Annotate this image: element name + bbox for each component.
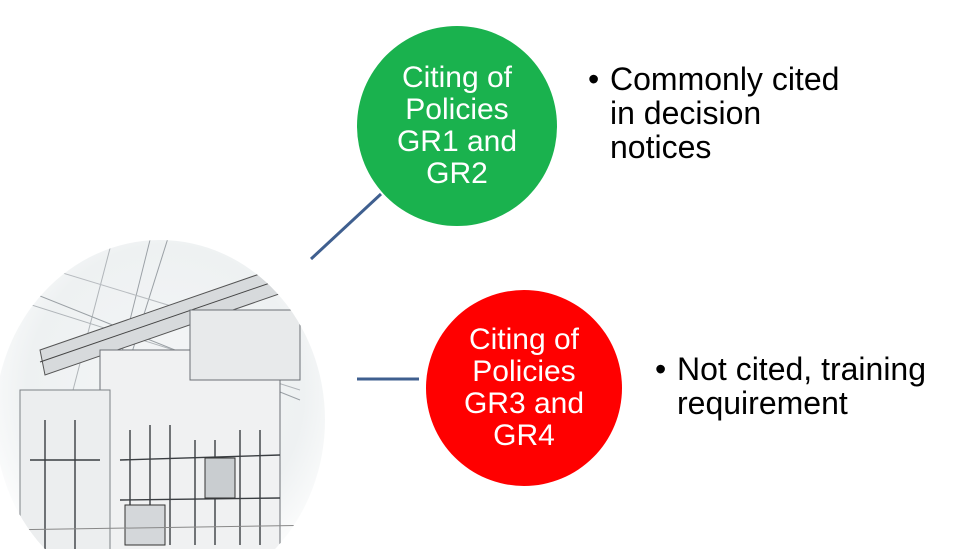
- bullet-text-line: Not cited, training: [677, 351, 927, 387]
- bullet-text-line: notices: [610, 129, 712, 165]
- node-text-line: GR2: [426, 157, 488, 190]
- bullet-text-line: in decision: [610, 95, 762, 131]
- building-sketch-image: [0, 240, 325, 549]
- bullet-marker: •: [655, 351, 667, 387]
- policy-node-gr1-gr2: Citing of Policies GR1 and GR2: [357, 26, 557, 226]
- bullet-commonly-cited: • Commonly cited in decision notices: [588, 62, 918, 164]
- node-text-line: Citing of: [401, 61, 513, 94]
- bullet-not-cited: • Not cited, training requirement: [655, 352, 970, 420]
- node-text-line: GR4: [493, 419, 555, 452]
- node-text-line: Citing of: [468, 323, 580, 356]
- policy-node-gr3-gr4: Citing of Policies GR3 and GR4: [426, 290, 622, 486]
- node-text-line: Policies: [405, 93, 509, 126]
- bullet-marker: •: [588, 61, 600, 97]
- node-text-line: GR3 and: [463, 387, 585, 420]
- bullet-text-line: Commonly cited: [610, 61, 840, 97]
- bullet-text-line: requirement: [677, 385, 848, 421]
- node-text-line: Policies: [472, 355, 576, 388]
- node-text-line: GR1 and: [396, 125, 518, 158]
